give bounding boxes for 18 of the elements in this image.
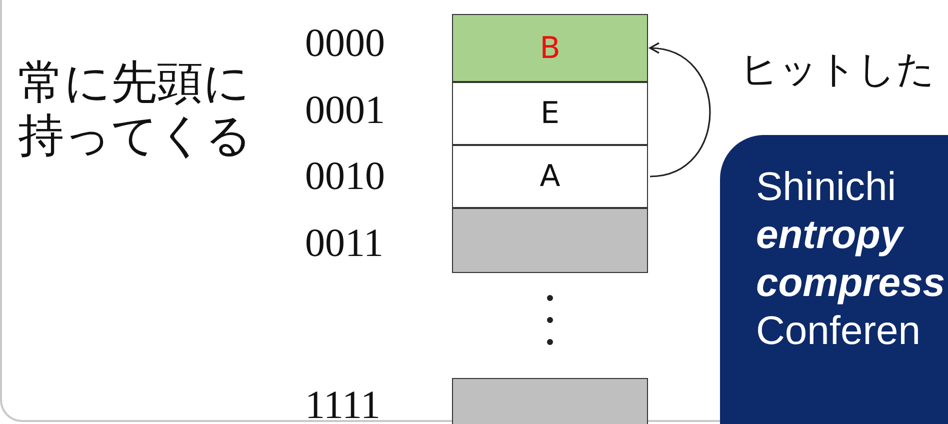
- annotation-text: 0001: [305, 87, 385, 133]
- cell-letter: A: [540, 159, 560, 194]
- annotation-text: 0000: [305, 20, 385, 66]
- table-cell: [452, 82, 648, 145]
- table-cell: [452, 145, 648, 208]
- reference-text: Shinichi entropy compress Conferen: [756, 164, 946, 355]
- annotation-text: ヒットした: [740, 48, 935, 92]
- reference-callout: [720, 135, 948, 424]
- cell-letter: E: [540, 96, 560, 131]
- table-cell: [452, 208, 648, 273]
- table-cell: [452, 378, 648, 424]
- annotation-text: 常に先頭に持ってくる: [18, 56, 253, 162]
- annotation-text: 1111: [305, 382, 381, 424]
- curved-arrow: [649, 43, 711, 178]
- annotation-text: 0011: [305, 220, 384, 266]
- cell-letter: B: [540, 30, 560, 66]
- table-cell: [452, 14, 648, 82]
- annotation-text: 0010: [305, 153, 385, 199]
